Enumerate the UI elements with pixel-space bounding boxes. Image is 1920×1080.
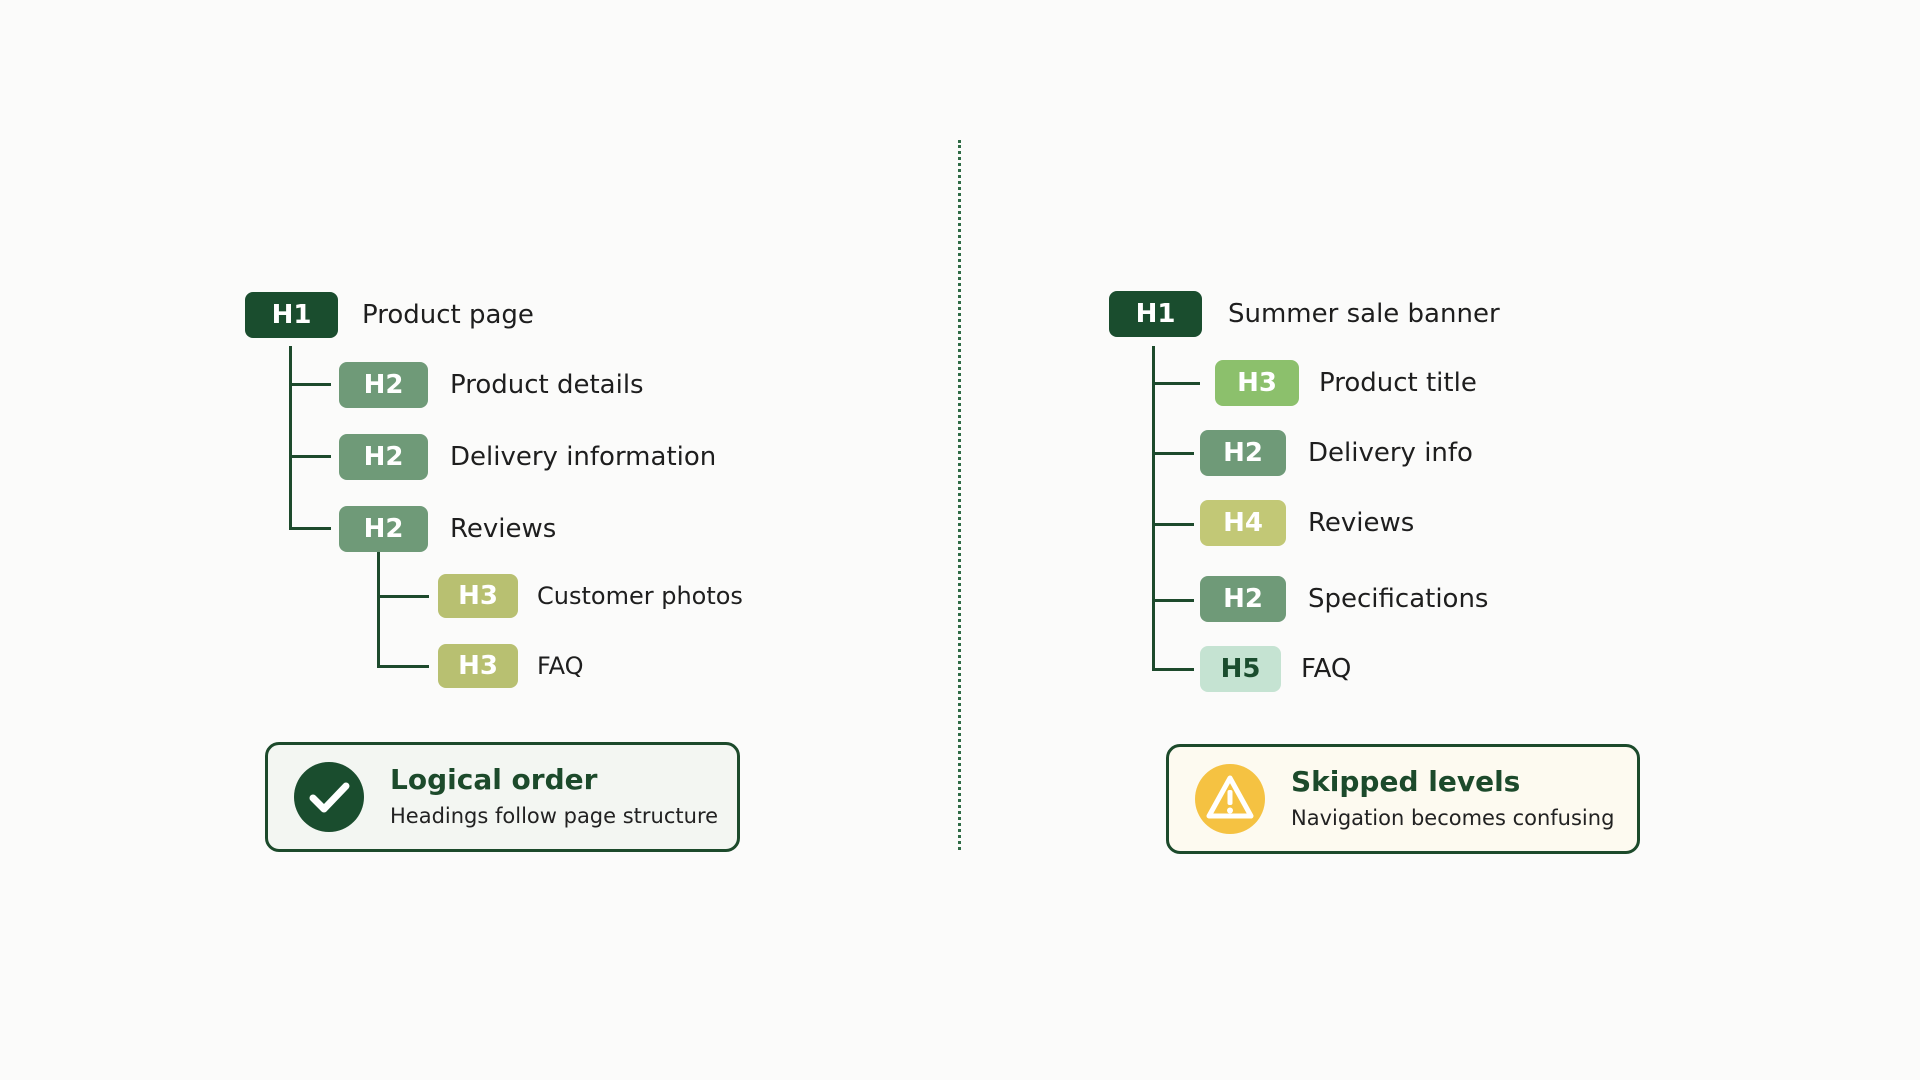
tree-line: [1152, 346, 1155, 670]
node-label: Delivery info: [1308, 438, 1473, 468]
skipped-levels-callout: Skipped levels Navigation becomes confus…: [1166, 744, 1640, 854]
warning-triangle-icon: [1195, 764, 1265, 834]
heading-level-badge: H1: [1109, 291, 1202, 337]
heading-level-badge: H2: [339, 434, 428, 480]
tree-node: H3 FAQ: [438, 644, 584, 688]
heading-level-badge: H3: [438, 644, 518, 688]
tree-line: [1152, 668, 1194, 671]
heading-level-badge: H4: [1200, 500, 1286, 546]
tree-line: [289, 383, 331, 386]
tree-line: [289, 346, 292, 530]
tree-line: [289, 455, 331, 458]
node-label: Delivery information: [450, 442, 717, 472]
tree-node: H2 Specifications: [1200, 576, 1488, 622]
node-label: Reviews: [1308, 508, 1415, 538]
tree-node: H3 Product title: [1215, 360, 1477, 406]
tree-node: H4 Reviews: [1200, 500, 1414, 546]
tree-node: H1 Product page: [245, 292, 534, 338]
callout-title: Logical order: [390, 763, 598, 796]
heading-level-badge: H2: [1200, 576, 1286, 622]
tree-node: H3 Customer photos: [438, 574, 743, 618]
tree-line: [1152, 452, 1194, 455]
tree-line: [1152, 523, 1194, 526]
tree-line: [377, 595, 429, 598]
heading-level-badge: H1: [245, 292, 338, 338]
logical-order-callout: Logical order Headings follow page struc…: [265, 742, 740, 852]
tree-line: [289, 527, 331, 530]
tree-line: [1152, 599, 1194, 602]
callout-text: Logical order Headings follow page struc…: [390, 762, 718, 832]
tree-line: [377, 551, 380, 667]
tree-node: H5 FAQ: [1200, 646, 1351, 692]
check-circle-icon: [294, 762, 364, 832]
dotted-divider: [958, 140, 961, 850]
heading-level-badge: H5: [1200, 646, 1281, 692]
heading-level-badge: H3: [1215, 360, 1299, 406]
tree-node: H2 Reviews: [339, 506, 556, 552]
callout-text: Skipped levels Navigation becomes confus…: [1291, 764, 1614, 834]
heading-level-badge: H2: [339, 506, 428, 552]
tree-node: H2 Delivery information: [339, 434, 716, 480]
tree-node: H2 Delivery info: [1200, 430, 1473, 476]
tree-node: H1 Summer sale banner: [1109, 291, 1500, 337]
node-label: Product details: [450, 370, 644, 400]
node-label: Customer photos: [537, 582, 743, 610]
node-label: Product title: [1319, 368, 1477, 398]
tree-node: H2 Product details: [339, 362, 644, 408]
callout-subtitle: Navigation becomes confusing: [1291, 806, 1615, 830]
heading-level-badge: H3: [438, 574, 518, 618]
node-label: Specifications: [1308, 584, 1489, 614]
node-label: Reviews: [450, 514, 557, 544]
heading-level-badge: H2: [339, 362, 428, 408]
node-label: FAQ: [537, 652, 584, 680]
node-label: Product page: [362, 300, 534, 330]
tree-line: [1152, 382, 1200, 385]
callout-title: Skipped levels: [1291, 765, 1521, 798]
tree-line: [377, 665, 429, 668]
node-label: FAQ: [1301, 654, 1352, 684]
node-label: Summer sale banner: [1228, 299, 1500, 329]
callout-subtitle: Headings follow page structure: [390, 804, 719, 828]
heading-level-badge: H2: [1200, 430, 1286, 476]
